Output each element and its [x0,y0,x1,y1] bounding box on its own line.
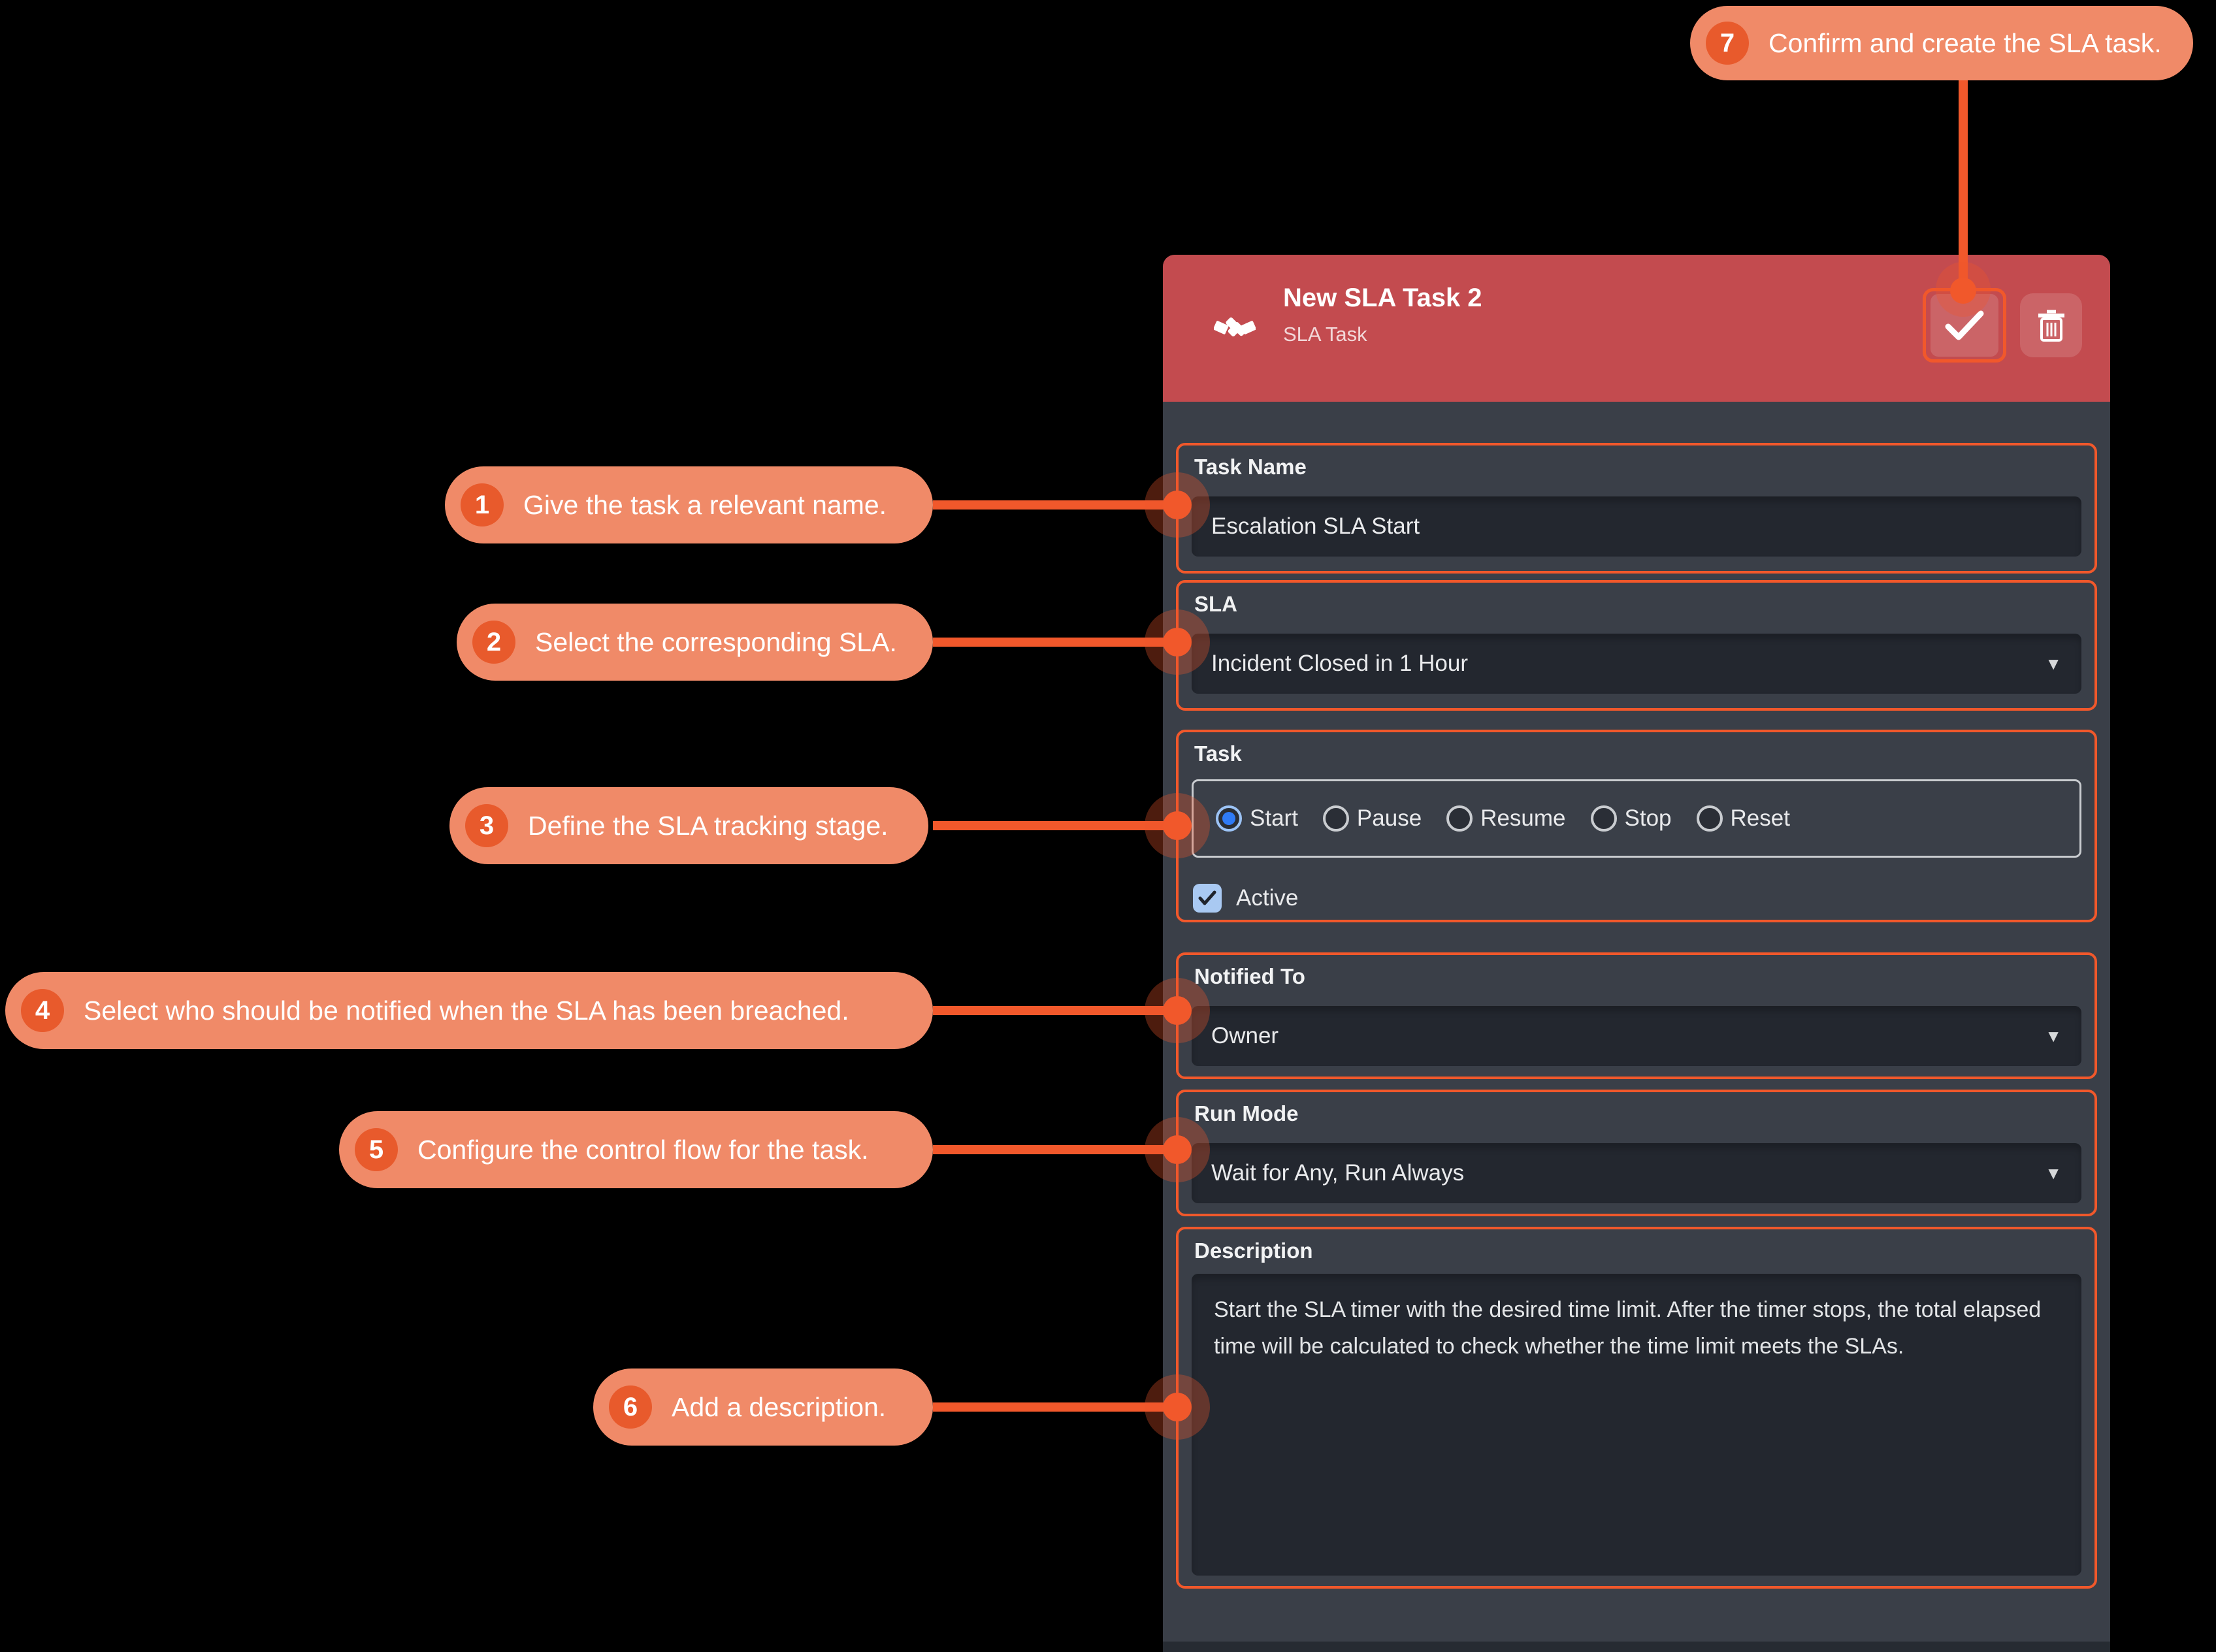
callout-4-number: 4 [21,989,64,1032]
sla-label: SLA [1194,592,1237,616]
radio-start[interactable]: Start [1216,805,1298,832]
section-notified-to: Notified To Owner ▼ [1176,952,2097,1079]
section-task-name: Task Name Escalation SLA Start [1176,443,2097,574]
radio-reset[interactable]: Reset [1696,805,1790,832]
callout-7-connector [1959,77,1968,290]
panel-title: New SLA Task 2 [1283,283,1482,312]
active-label: Active [1236,885,1299,911]
radio-icon [1446,805,1473,832]
chevron-down-icon: ▼ [2045,1163,2062,1183]
callout-3: 3 Define the SLA tracking stage. [449,787,928,864]
callout-3-connector [933,821,1177,830]
callout-7-number: 7 [1706,22,1749,65]
task-name-label: Task Name [1194,455,1307,479]
radio-icon [1322,805,1349,832]
callout-4: 4 Select who should be notified when the… [5,972,933,1049]
panel-subtitle: SLA Task [1283,323,1367,346]
panel-header: New SLA Task 2 SLA Task [1163,255,2110,402]
callout-5-connector [933,1145,1177,1154]
radio-stop[interactable]: Stop [1590,805,1672,832]
callout-3-target-dot [1163,811,1192,840]
handshake-icon [1214,317,1256,336]
notified-to-value: Owner [1211,1023,1279,1048]
callout-7-target-dot [1950,278,1976,304]
chevron-down-icon: ▼ [2045,1026,2062,1046]
callout-5-target-dot [1163,1135,1192,1164]
radio-icon [1696,805,1723,832]
task-name-input[interactable]: Escalation SLA Start [1192,496,2081,557]
section-description: Description Start the SLA timer with the… [1176,1227,2097,1589]
callout-7: 7 Confirm and create the SLA task. [1690,6,2193,80]
chevron-down-icon: ▼ [2045,653,2062,673]
run-mode-label: Run Mode [1194,1101,1299,1126]
section-run-mode: Run Mode Wait for Any, Run Always ▼ [1176,1090,2097,1216]
callout-4-connector [933,1006,1177,1015]
delete-button[interactable] [2020,293,2082,357]
section-task: Task Start Pause Resume Stop [1176,730,2097,922]
callout-2-connector [933,638,1177,647]
confirm-target-highlight [1923,288,2006,363]
section-sla: SLA Incident Closed in 1 Hour ▼ [1176,580,2097,711]
sla-select[interactable]: Incident Closed in 1 Hour ▼ [1192,634,2081,694]
panel-footer [1163,1642,2110,1652]
callout-6-connector [933,1402,1177,1412]
callout-6: 6 Add a description. [593,1369,933,1446]
radio-resume[interactable]: Resume [1446,805,1566,832]
radio-icon [1216,805,1242,832]
task-label: Task [1194,741,1242,766]
callout-5-number: 5 [355,1128,398,1171]
run-mode-value: Wait for Any, Run Always [1211,1160,1465,1186]
callout-1-number: 1 [461,483,504,526]
callout-4-target-dot [1163,996,1192,1025]
task-radio-group: Start Pause Resume Stop Reset [1192,779,2081,858]
description-textarea[interactable]: Start the SLA timer with the desired tim… [1192,1274,2081,1576]
notified-to-select[interactable]: Owner ▼ [1192,1006,2081,1066]
callout-6-number: 6 [609,1385,652,1429]
callout-1-target-dot [1163,491,1192,519]
sla-value: Incident Closed in 1 Hour [1211,651,1468,676]
check-icon [1945,310,1984,340]
radio-icon [1590,805,1617,832]
run-mode-select[interactable]: Wait for Any, Run Always ▼ [1192,1143,2081,1203]
callout-2-number: 2 [472,621,515,664]
check-icon [1198,890,1216,905]
callout-6-target-dot [1163,1393,1192,1421]
sla-task-panel: New SLA Task 2 SLA Task [1163,255,2110,1652]
callout-2: 2 Select the corresponding SLA. [457,604,933,681]
callout-2-target-dot [1163,628,1192,656]
notified-to-label: Notified To [1194,964,1305,988]
task-name-value: Escalation SLA Start [1211,513,1420,539]
callout-3-number: 3 [465,804,508,847]
callout-1-connector [933,500,1177,510]
callout-1: 1 Give the task a relevant name. [445,466,933,543]
callout-5: 5 Configure the control flow for the tas… [339,1111,933,1188]
radio-pause[interactable]: Pause [1322,805,1422,832]
active-checkbox[interactable] [1193,884,1222,913]
active-row: Active [1193,884,1298,913]
confirm-button[interactable] [1931,294,1998,357]
description-label: Description [1194,1239,1313,1263]
trash-icon [2038,310,2064,342]
